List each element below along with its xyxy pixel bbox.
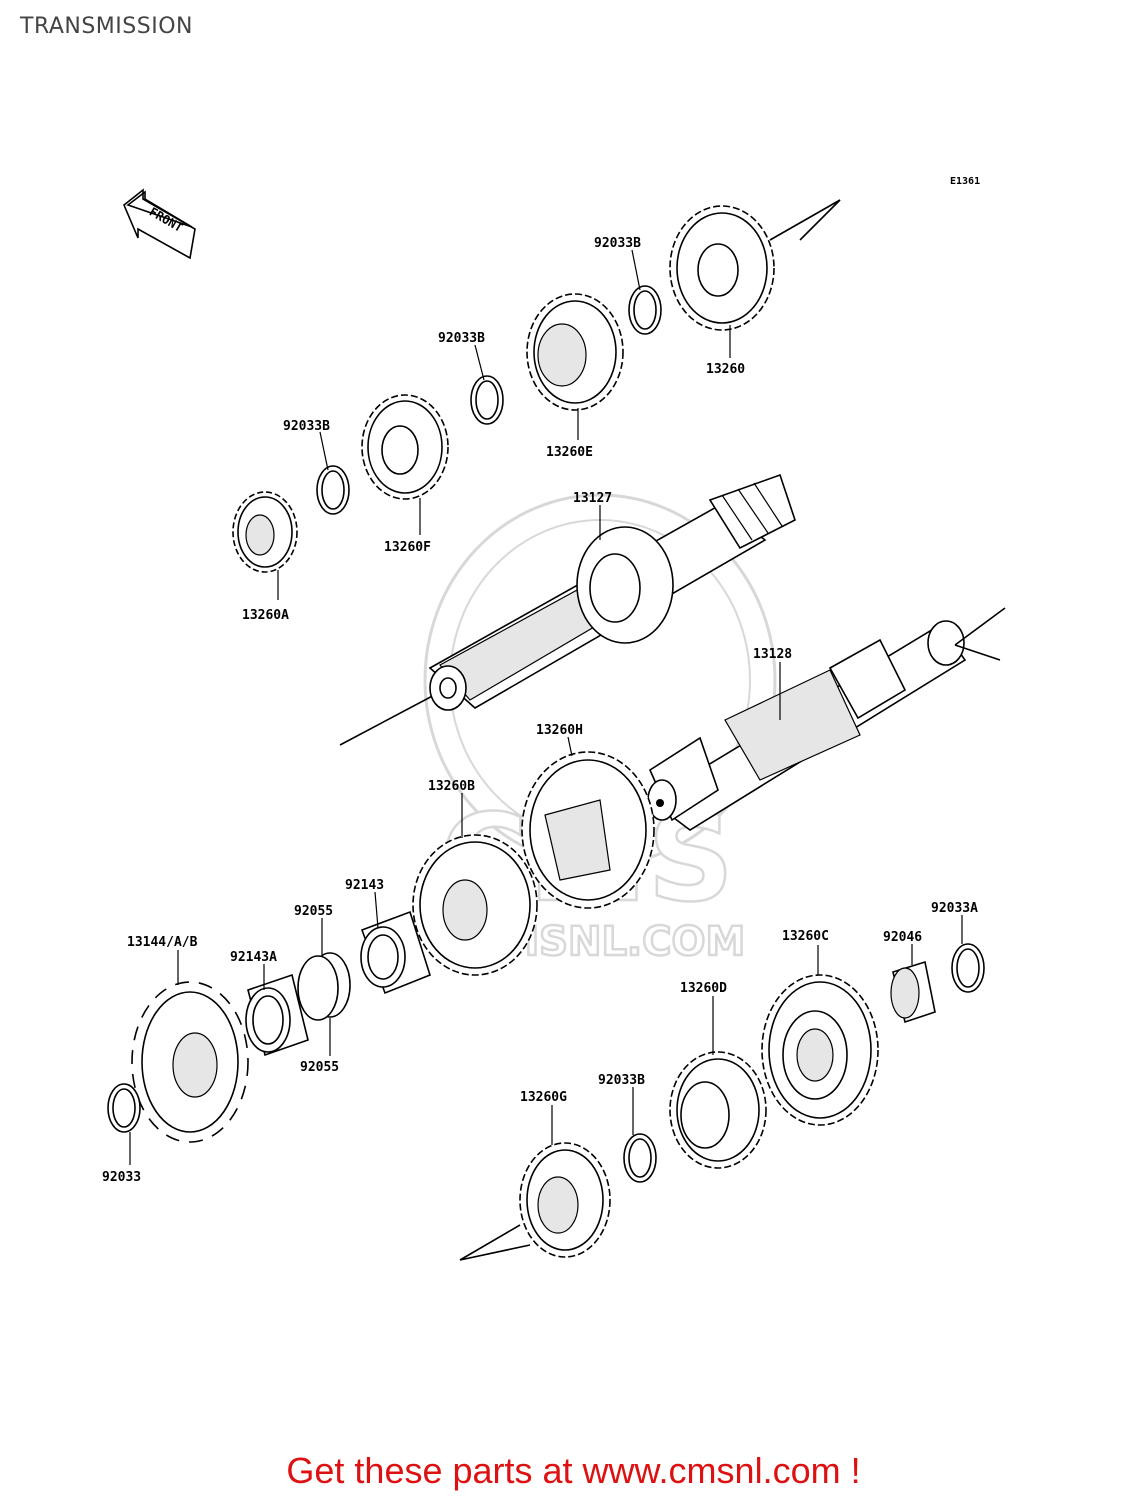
part-label: 13260G xyxy=(520,1090,567,1105)
gear-13260g xyxy=(519,1142,611,1258)
part-label: 92033A xyxy=(931,901,978,916)
part-label: 13127 xyxy=(573,491,612,506)
part-label: 13260A xyxy=(242,608,289,623)
front-arrow-icon: FRONT xyxy=(123,188,196,260)
diagram-code: E1361 xyxy=(950,176,980,187)
part-label: 92033B xyxy=(283,419,330,434)
gear-13260h xyxy=(521,751,655,909)
circlip-92033b-3 xyxy=(316,465,350,515)
part-label: 92033B xyxy=(598,1073,645,1088)
part-label: 13260B xyxy=(428,779,475,794)
gear-13260a xyxy=(232,491,298,573)
part-label: 13260C xyxy=(782,929,829,944)
gear-13260 xyxy=(669,205,775,331)
part-label: 13128 xyxy=(753,647,792,662)
parts-diagram: CMS CMSNL.COM E1361 FRONT xyxy=(102,176,1006,1261)
part-label: 13260E xyxy=(546,445,593,460)
circlip-92033 xyxy=(107,1083,141,1133)
gear-13260b xyxy=(412,834,538,976)
part-label: 92033B xyxy=(594,236,641,251)
part-label: 92033B xyxy=(438,331,485,346)
part-label: 92143 xyxy=(345,878,384,893)
needle-bearing-92046 xyxy=(890,960,936,1024)
promo-link[interactable]: Get these parts at www.cmsnl.com ! xyxy=(286,1450,861,1491)
input-shaft-gear xyxy=(576,526,674,644)
bushing-92143a xyxy=(245,973,309,1057)
part-label: 92033 xyxy=(102,1170,141,1185)
part-label: 13260D xyxy=(680,981,727,996)
part-label: 13144/A/B xyxy=(127,935,198,950)
part-label: 92055 xyxy=(300,1060,339,1075)
oring-92055 xyxy=(297,952,351,1021)
circlip-92033b-1 xyxy=(628,285,662,335)
gear-13260f xyxy=(361,394,449,500)
gear-13260c xyxy=(761,974,879,1126)
axis-arrows xyxy=(459,199,841,1261)
circlip-92033b-4 xyxy=(623,1133,657,1183)
part-label: 92046 xyxy=(883,930,922,945)
sprocket-13144 xyxy=(131,981,249,1143)
part-label: 13260F xyxy=(384,540,431,555)
part-label: 13260 xyxy=(706,362,745,377)
gear-13260d xyxy=(669,1051,767,1169)
gear-13260e xyxy=(526,293,624,411)
output-shaft xyxy=(647,607,1006,831)
part-label: 13260H xyxy=(536,723,583,738)
leader-lines xyxy=(129,249,963,1165)
part-labels: 92033B 13260 92033B 13260E 92033B 13260F… xyxy=(102,236,978,1185)
part-label: 92055 xyxy=(294,904,333,919)
page-title: TRANSMISSION xyxy=(20,14,193,39)
input-shaft xyxy=(339,473,796,746)
collar-92143 xyxy=(360,910,431,995)
part-label: 92143A xyxy=(230,950,277,965)
circlip-92033a xyxy=(951,943,985,993)
circlip-92033b-2 xyxy=(470,375,504,425)
